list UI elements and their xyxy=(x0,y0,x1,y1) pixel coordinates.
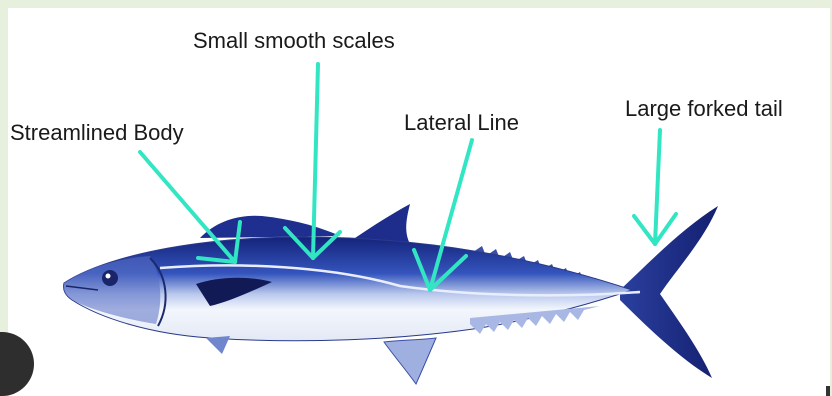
label-small-smooth-scales: Small smooth scales xyxy=(193,28,395,54)
fish-head xyxy=(63,256,160,324)
corner-mark xyxy=(826,386,830,396)
label-lateral-line: Lateral Line xyxy=(404,110,519,136)
first-dorsal-fin xyxy=(200,216,340,238)
eye-highlight xyxy=(106,274,111,279)
anal-fin xyxy=(384,338,436,384)
pelvic-fin xyxy=(206,336,230,354)
label-large-forked-tail: Large forked tail xyxy=(625,96,783,122)
fish-eye xyxy=(102,270,118,286)
large-forked-tail-arrow xyxy=(634,130,676,244)
second-dorsal-fin xyxy=(355,204,410,244)
label-streamlined-body: Streamlined Body xyxy=(10,120,184,146)
